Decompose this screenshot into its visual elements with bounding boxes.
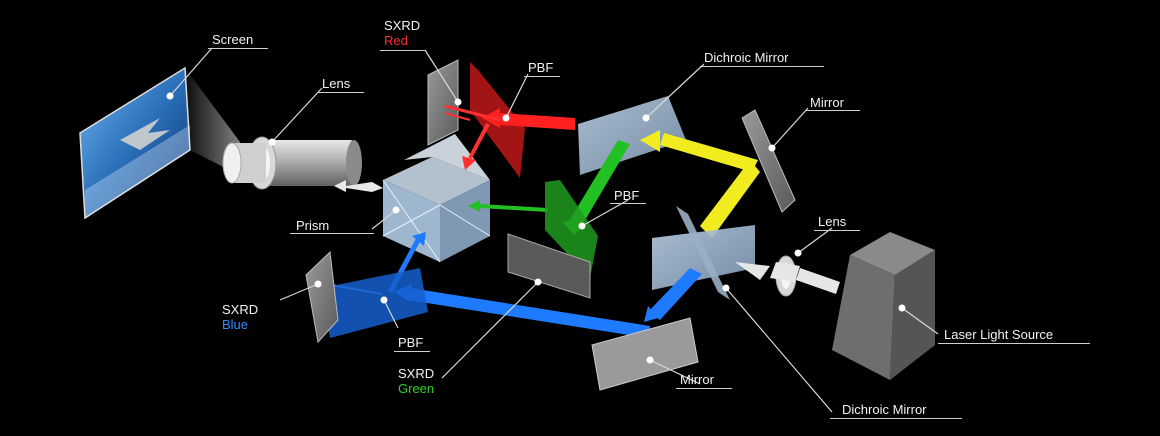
underline-dichroic-bottom <box>830 418 962 419</box>
prism-cube <box>382 134 491 263</box>
label-dichroic-bottom: Dichroic Mirror <box>842 402 927 417</box>
label-pbf-bottom: PBF <box>398 335 424 350</box>
mirror-bottom <box>591 317 699 391</box>
label-sxrd-blue-1: SXRD <box>222 302 259 317</box>
leader-dots <box>166 92 906 364</box>
screen <box>79 66 191 220</box>
label-lens-left: Lens <box>322 76 351 91</box>
label-sxrd-green-2: Green <box>398 381 435 396</box>
underline-pbf-top <box>524 76 560 77</box>
input-white-beam <box>735 262 840 294</box>
sxrd-red-panel <box>427 59 459 146</box>
underline-mirror-bottom <box>676 388 732 389</box>
projection-lens <box>222 136 362 190</box>
label-pbf-middle: PBF <box>614 188 640 203</box>
label-sxrd-blue-2: Blue <box>222 317 249 332</box>
underline-lens-right <box>814 230 860 231</box>
underline-laser <box>938 343 1090 344</box>
output-white-beam <box>334 180 383 192</box>
label-sxrd-red-2: Red <box>384 33 408 48</box>
red-beam <box>444 104 575 170</box>
label-lens-right: Lens <box>818 214 847 229</box>
pbf-green <box>545 180 598 278</box>
pbf-blue <box>322 268 428 338</box>
underline-pbf-middle <box>610 203 646 204</box>
label-mirror-bottom: Mirror <box>680 372 714 387</box>
underline-sxrd-red <box>380 50 426 51</box>
label-screen: Screen <box>212 32 254 47</box>
underline-dichroic-top <box>700 66 824 67</box>
label-mirror-top: Mirror <box>810 95 844 110</box>
dichroic-mirror-top <box>578 96 686 175</box>
underline-prism <box>290 233 374 234</box>
label-pbf-top: PBF <box>528 60 554 75</box>
label-sxrd-green-1: SXRD <box>398 366 435 381</box>
sxrd-green-panel <box>507 233 591 299</box>
label-dichroic-top: Dichroic Mirror <box>704 50 789 65</box>
underline-screen <box>208 48 268 49</box>
underline-mirror-top <box>806 110 860 111</box>
leader-lines <box>169 47 939 413</box>
sxrd-blue-panel <box>305 250 339 344</box>
underline-lens-left <box>318 92 364 93</box>
underline-pbf-bottom <box>394 351 430 352</box>
yellow-beam <box>640 130 760 238</box>
label-sxrd-red-1: SXRD <box>384 18 421 33</box>
label-laser: Laser Light Source <box>944 327 1054 342</box>
label-prism: Prism <box>296 218 330 233</box>
laser-light-source <box>832 232 935 380</box>
mirror-top <box>741 109 796 213</box>
